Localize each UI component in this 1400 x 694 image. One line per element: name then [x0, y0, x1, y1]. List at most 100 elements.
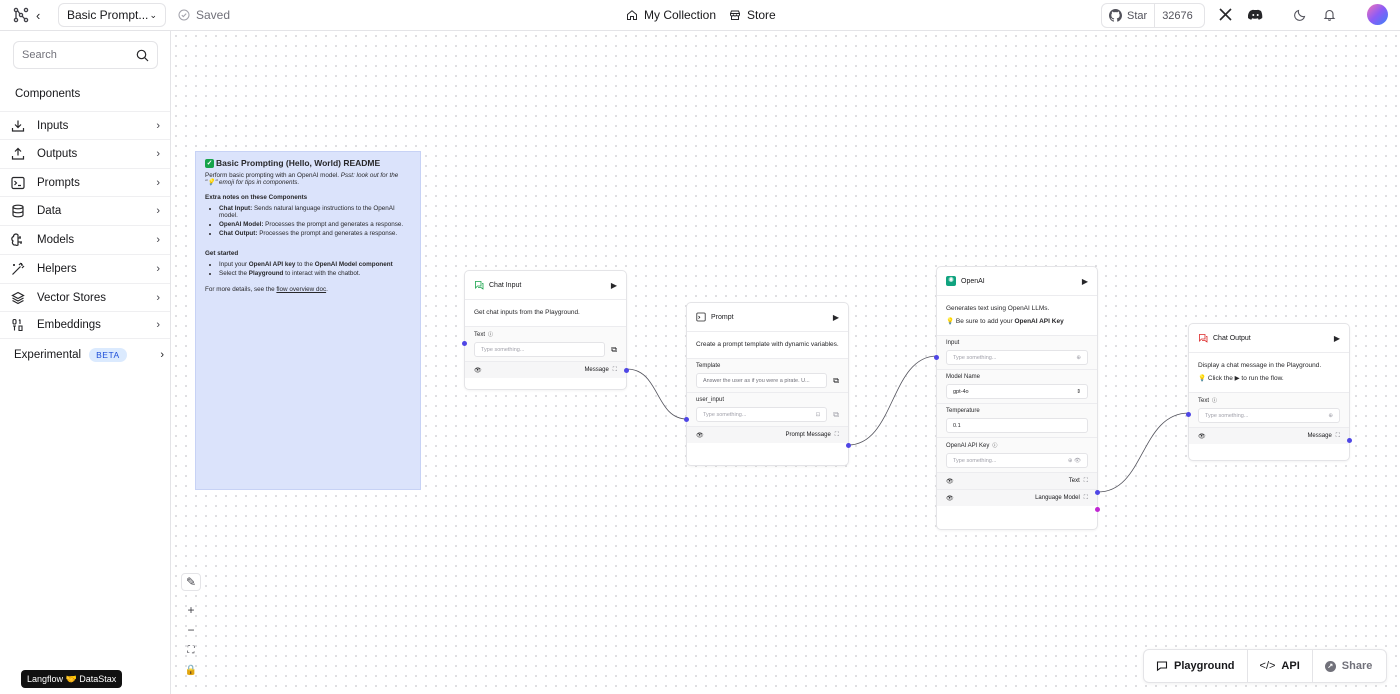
- node-header[interactable]: Chat Output ▶: [1189, 324, 1349, 353]
- my-collection-link[interactable]: My Collection: [626, 8, 716, 22]
- scan-icon[interactable]: ⛶: [1083, 494, 1088, 501]
- node-chat-output[interactable]: Chat Output ▶ Display a chat message in …: [1186, 323, 1352, 461]
- sidebar-item-helpers[interactable]: Helpers ›: [0, 254, 170, 282]
- input-handle[interactable]: [1186, 412, 1191, 417]
- list-item-bold: Chat Output:: [219, 230, 258, 237]
- sidebar-item-models[interactable]: Models ›: [0, 225, 170, 253]
- sidebar-item-data[interactable]: Data ›: [0, 196, 170, 224]
- chevron-right-icon: ›: [160, 349, 164, 361]
- scan-icon[interactable]: ⛶: [612, 366, 617, 373]
- sidebar-item-vector-stores[interactable]: Vector Stores ›: [0, 283, 170, 311]
- eye-icon[interactable]: 👁: [946, 478, 954, 485]
- chevron-up-down-icon: ⇕: [1076, 388, 1081, 395]
- store-link[interactable]: Store: [729, 8, 776, 22]
- temperature-input[interactable]: 0.1: [946, 418, 1088, 433]
- node-header[interactable]: Chat Input ▶: [465, 271, 626, 300]
- flow-overview-link[interactable]: flow overview doc: [276, 286, 327, 293]
- discord-icon[interactable]: [1248, 9, 1263, 21]
- output-handle[interactable]: [846, 443, 851, 448]
- fit-view-icon[interactable]: ⛶: [187, 644, 195, 656]
- input-placeholder: Type something...: [703, 411, 747, 418]
- langflow-logo-icon[interactable]: [13, 7, 29, 23]
- share-button[interactable]: ↗ Share: [1313, 650, 1385, 682]
- node-header[interactable]: Prompt ▶: [687, 303, 848, 332]
- api-button[interactable]: </> API: [1248, 650, 1313, 682]
- api-key-input[interactable]: Type something...⊕ 👁: [946, 453, 1088, 468]
- external-link-icon[interactable]: ⧉: [611, 344, 617, 354]
- text-input[interactable]: Type something...⊕: [1198, 408, 1340, 423]
- output-handle[interactable]: [624, 368, 629, 373]
- node-chat-input[interactable]: Chat Input ▶ Get chat inputs from the Pl…: [462, 270, 629, 390]
- github-star-label: Star: [1127, 9, 1148, 22]
- github-star-button[interactable]: Star 32676: [1101, 3, 1205, 28]
- canvas-controls: ✎ + − ⛶ 🔒: [181, 573, 203, 681]
- toggle-icon[interactable]: ⊡: [815, 411, 821, 418]
- user-input-field[interactable]: Type something... ⊡: [696, 407, 828, 422]
- node-prompt[interactable]: Prompt ▶ Create a prompt template with d…: [684, 302, 851, 466]
- sidebar-item-prompts[interactable]: Prompts ›: [0, 168, 170, 196]
- field-user-input: user_input Type something...⊡ ⧉: [687, 392, 848, 426]
- node-header[interactable]: ✺ OpenAI ▶: [937, 267, 1097, 296]
- x-twitter-icon[interactable]: [1219, 8, 1232, 21]
- chat-icon: [1199, 334, 1208, 343]
- sidebar-item-experimental[interactable]: Experimental BETA ›: [14, 348, 164, 362]
- eye-icon[interactable]: 👁: [1198, 433, 1206, 440]
- bell-icon[interactable]: [1323, 8, 1336, 21]
- play-icon[interactable]: ▶: [832, 312, 839, 322]
- user-avatar[interactable]: [1367, 4, 1388, 25]
- edge-prompt-openai[interactable]: [847, 355, 938, 446]
- note-started-list: Input your OpenAI API key to the OpenAI …: [205, 261, 411, 277]
- sidebar-item-label: Prompts: [37, 176, 80, 189]
- input-handle[interactable]: [684, 417, 689, 422]
- edge-chatinput-prompt[interactable]: [626, 368, 688, 420]
- share-icon: ↗: [1324, 660, 1336, 672]
- output-handle[interactable]: [1347, 438, 1352, 443]
- search-input[interactable]: Search: [13, 41, 158, 69]
- model-select[interactable]: gpt-4o⇕: [946, 384, 1088, 399]
- zoom-in-icon[interactable]: +: [187, 603, 195, 617]
- input-handle[interactable]: [462, 341, 467, 346]
- globe-icon[interactable]: ⊕: [1328, 412, 1333, 419]
- flow-name-dropdown[interactable]: Basic Prompt... ⌄: [58, 3, 166, 27]
- playground-button[interactable]: Playground: [1144, 650, 1248, 682]
- edge-openai-chatoutput[interactable]: [1097, 412, 1190, 493]
- text-input[interactable]: Type something...: [474, 342, 606, 357]
- output-handle-model[interactable]: [1095, 507, 1100, 512]
- field-label: Temperature: [946, 408, 980, 414]
- list-item-bold: OpenAI Model component: [314, 261, 393, 268]
- sidebar-item-embeddings[interactable]: Embeddings ›: [0, 311, 170, 339]
- scan-icon[interactable]: ⛶: [834, 431, 839, 438]
- globe-icon[interactable]: ⊕: [1076, 354, 1081, 361]
- tip-plain: 💡 Be sure to add your: [946, 318, 1015, 325]
- play-icon[interactable]: ▶: [1333, 333, 1340, 343]
- sidebar-item-inputs[interactable]: Inputs ›: [0, 111, 170, 139]
- eye-icon[interactable]: 👁: [696, 432, 704, 439]
- readme-note[interactable]: ✓Basic Prompting (Hello, World) README P…: [195, 151, 421, 490]
- moon-icon[interactable]: [1294, 8, 1307, 21]
- node-openai[interactable]: ✺ OpenAI ▶ Generates text using OpenAI L…: [934, 266, 1100, 530]
- scan-icon[interactable]: ⛶: [1335, 432, 1340, 439]
- back-chevron-icon[interactable]: ‹: [36, 8, 41, 23]
- globe-eye-icon[interactable]: ⊕ 👁: [1067, 457, 1081, 464]
- lock-icon[interactable]: 🔒: [184, 664, 198, 676]
- field-label: Input: [946, 340, 960, 346]
- scan-icon[interactable]: ⛶: [1083, 477, 1088, 484]
- openai-input-field[interactable]: Type something...⊕: [946, 350, 1088, 365]
- zoom-out-icon[interactable]: −: [187, 623, 195, 637]
- input-handle[interactable]: [934, 355, 939, 360]
- eye-icon[interactable]: 👁: [946, 495, 954, 502]
- github-star-count: 32676: [1162, 9, 1193, 22]
- brand-badge[interactable]: Langflow 🤝 DataStax: [21, 670, 123, 688]
- list-item-bold: Playground: [248, 270, 284, 277]
- sidebar-item-outputs[interactable]: Outputs ›: [0, 139, 170, 167]
- output-handle-text[interactable]: [1095, 490, 1100, 495]
- github-icon: [1109, 9, 1122, 22]
- edit-note-icon[interactable]: ✎: [181, 573, 201, 591]
- play-icon[interactable]: ▶: [610, 280, 617, 290]
- play-icon[interactable]: ▶: [1081, 276, 1088, 286]
- template-input[interactable]: Answer the user as if you were a pirate.…: [696, 373, 828, 388]
- eye-icon[interactable]: 👁: [474, 367, 482, 374]
- external-link-icon[interactable]: ⧉: [833, 409, 839, 419]
- external-link-icon[interactable]: ⧉: [833, 375, 839, 385]
